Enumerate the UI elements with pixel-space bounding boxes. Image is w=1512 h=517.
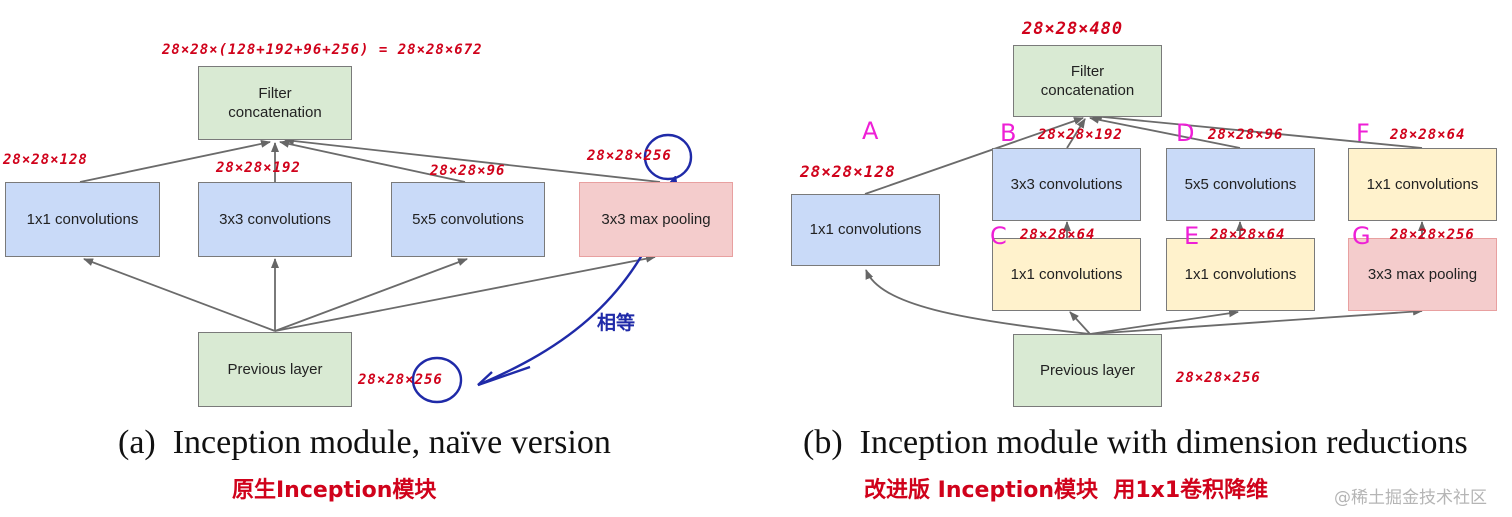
letter-f: F: [1356, 119, 1370, 147]
right-dim-g: 28×28×256: [1390, 227, 1475, 243]
left-dim-5x5: 28×28×96: [430, 163, 506, 179]
edge-right-5x5-to-concat: [1089, 115, 1241, 149]
left-caption-cn: 原生Inception模块: [232, 478, 437, 503]
right-conv3x3: 3x3 convolutions: [992, 148, 1141, 221]
edge-left-pool-to-concat: [284, 137, 661, 183]
letter-c: C: [990, 222, 1007, 250]
right-conv1x1-e: 1x1 convolutions: [1166, 238, 1315, 311]
right-dim-f: 28×28×64: [1390, 127, 1466, 143]
right-dim-prev: 28×28×256: [1176, 370, 1261, 386]
letter-d: D: [1176, 119, 1195, 147]
right-dim-b: 28×28×192: [1038, 127, 1123, 143]
right-dim-a: 28×28×128: [800, 162, 896, 181]
edge-left-prev-to-1x1: [83, 258, 276, 332]
edge-right-prev-to-1x1: [865, 269, 1091, 335]
left-concat-dims: 28×28×(128+192+96+256) = 28×28×672: [162, 42, 483, 58]
left-conv3x3: 3x3 convolutions: [198, 182, 352, 257]
left-dim-pool: 28×28×256: [587, 148, 672, 164]
right-concat-dims: 28×28×480: [1022, 19, 1124, 39]
letter-b: B: [1000, 119, 1017, 147]
edge-right-prev-to-g: [1089, 307, 1423, 335]
watermark: @稀土掘金技术社区: [1334, 488, 1487, 508]
edge-right-3x3-to-concat: [1066, 118, 1086, 149]
right-conv1x1-f: 1x1 convolutions: [1348, 148, 1497, 221]
edge-left-prev-to-pool: [274, 254, 656, 332]
left-conv1x1: 1x1 convolutions: [5, 182, 160, 257]
left-previous-layer: Previous layer: [198, 332, 352, 407]
letter-g: G: [1352, 222, 1371, 250]
edge-right-1x1-to-concat: [864, 117, 1084, 195]
right-dim-d: 28×28×96: [1208, 127, 1284, 143]
left-caption: (a) Inception module, naïve version: [118, 424, 611, 461]
left-maxpool: 3x3 max pooling: [579, 182, 733, 257]
right-filter-concatenation: Filter concatenation: [1013, 45, 1162, 117]
left-dim-1x1: 28×28×128: [3, 152, 88, 168]
right-conv1x1: 1x1 convolutions: [791, 194, 940, 266]
letter-a: A: [862, 117, 879, 145]
right-dim-c: 28×28×64: [1020, 227, 1096, 243]
right-conv1x1-c: 1x1 convolutions: [992, 238, 1141, 311]
left-dim-3x3: 28×28×192: [216, 160, 301, 176]
left-dim-prev: 28×28×256: [358, 372, 443, 388]
edge-right-1x1f-to-concat: [1092, 112, 1423, 149]
right-dim-e: 28×28×64: [1210, 227, 1286, 243]
circle-annotation-prev: [411, 356, 463, 404]
right-maxpool: 3x3 max pooling: [1348, 238, 1497, 311]
edge-right-prev-to-c: [1069, 311, 1091, 335]
right-caption: (b) Inception module with dimension redu…: [803, 424, 1468, 461]
letter-e: E: [1184, 222, 1200, 250]
left-filter-concatenation: Filter concatenation: [198, 66, 352, 140]
edge-right-prev-to-e: [1089, 309, 1239, 335]
note-equal: 相等: [597, 312, 636, 334]
left-conv5x5: 5x5 convolutions: [391, 182, 545, 257]
right-caption-cn: 改进版 Inception模块 用1x1卷积降维: [864, 478, 1269, 503]
edge-left-prev-to-5x5: [274, 258, 468, 332]
right-previous-layer: Previous layer: [1013, 334, 1162, 407]
edge-left-5x5-to-concat: [279, 139, 466, 183]
right-conv5x5: 5x5 convolutions: [1166, 148, 1315, 221]
edge-left-1x1-to-concat: [79, 139, 271, 183]
